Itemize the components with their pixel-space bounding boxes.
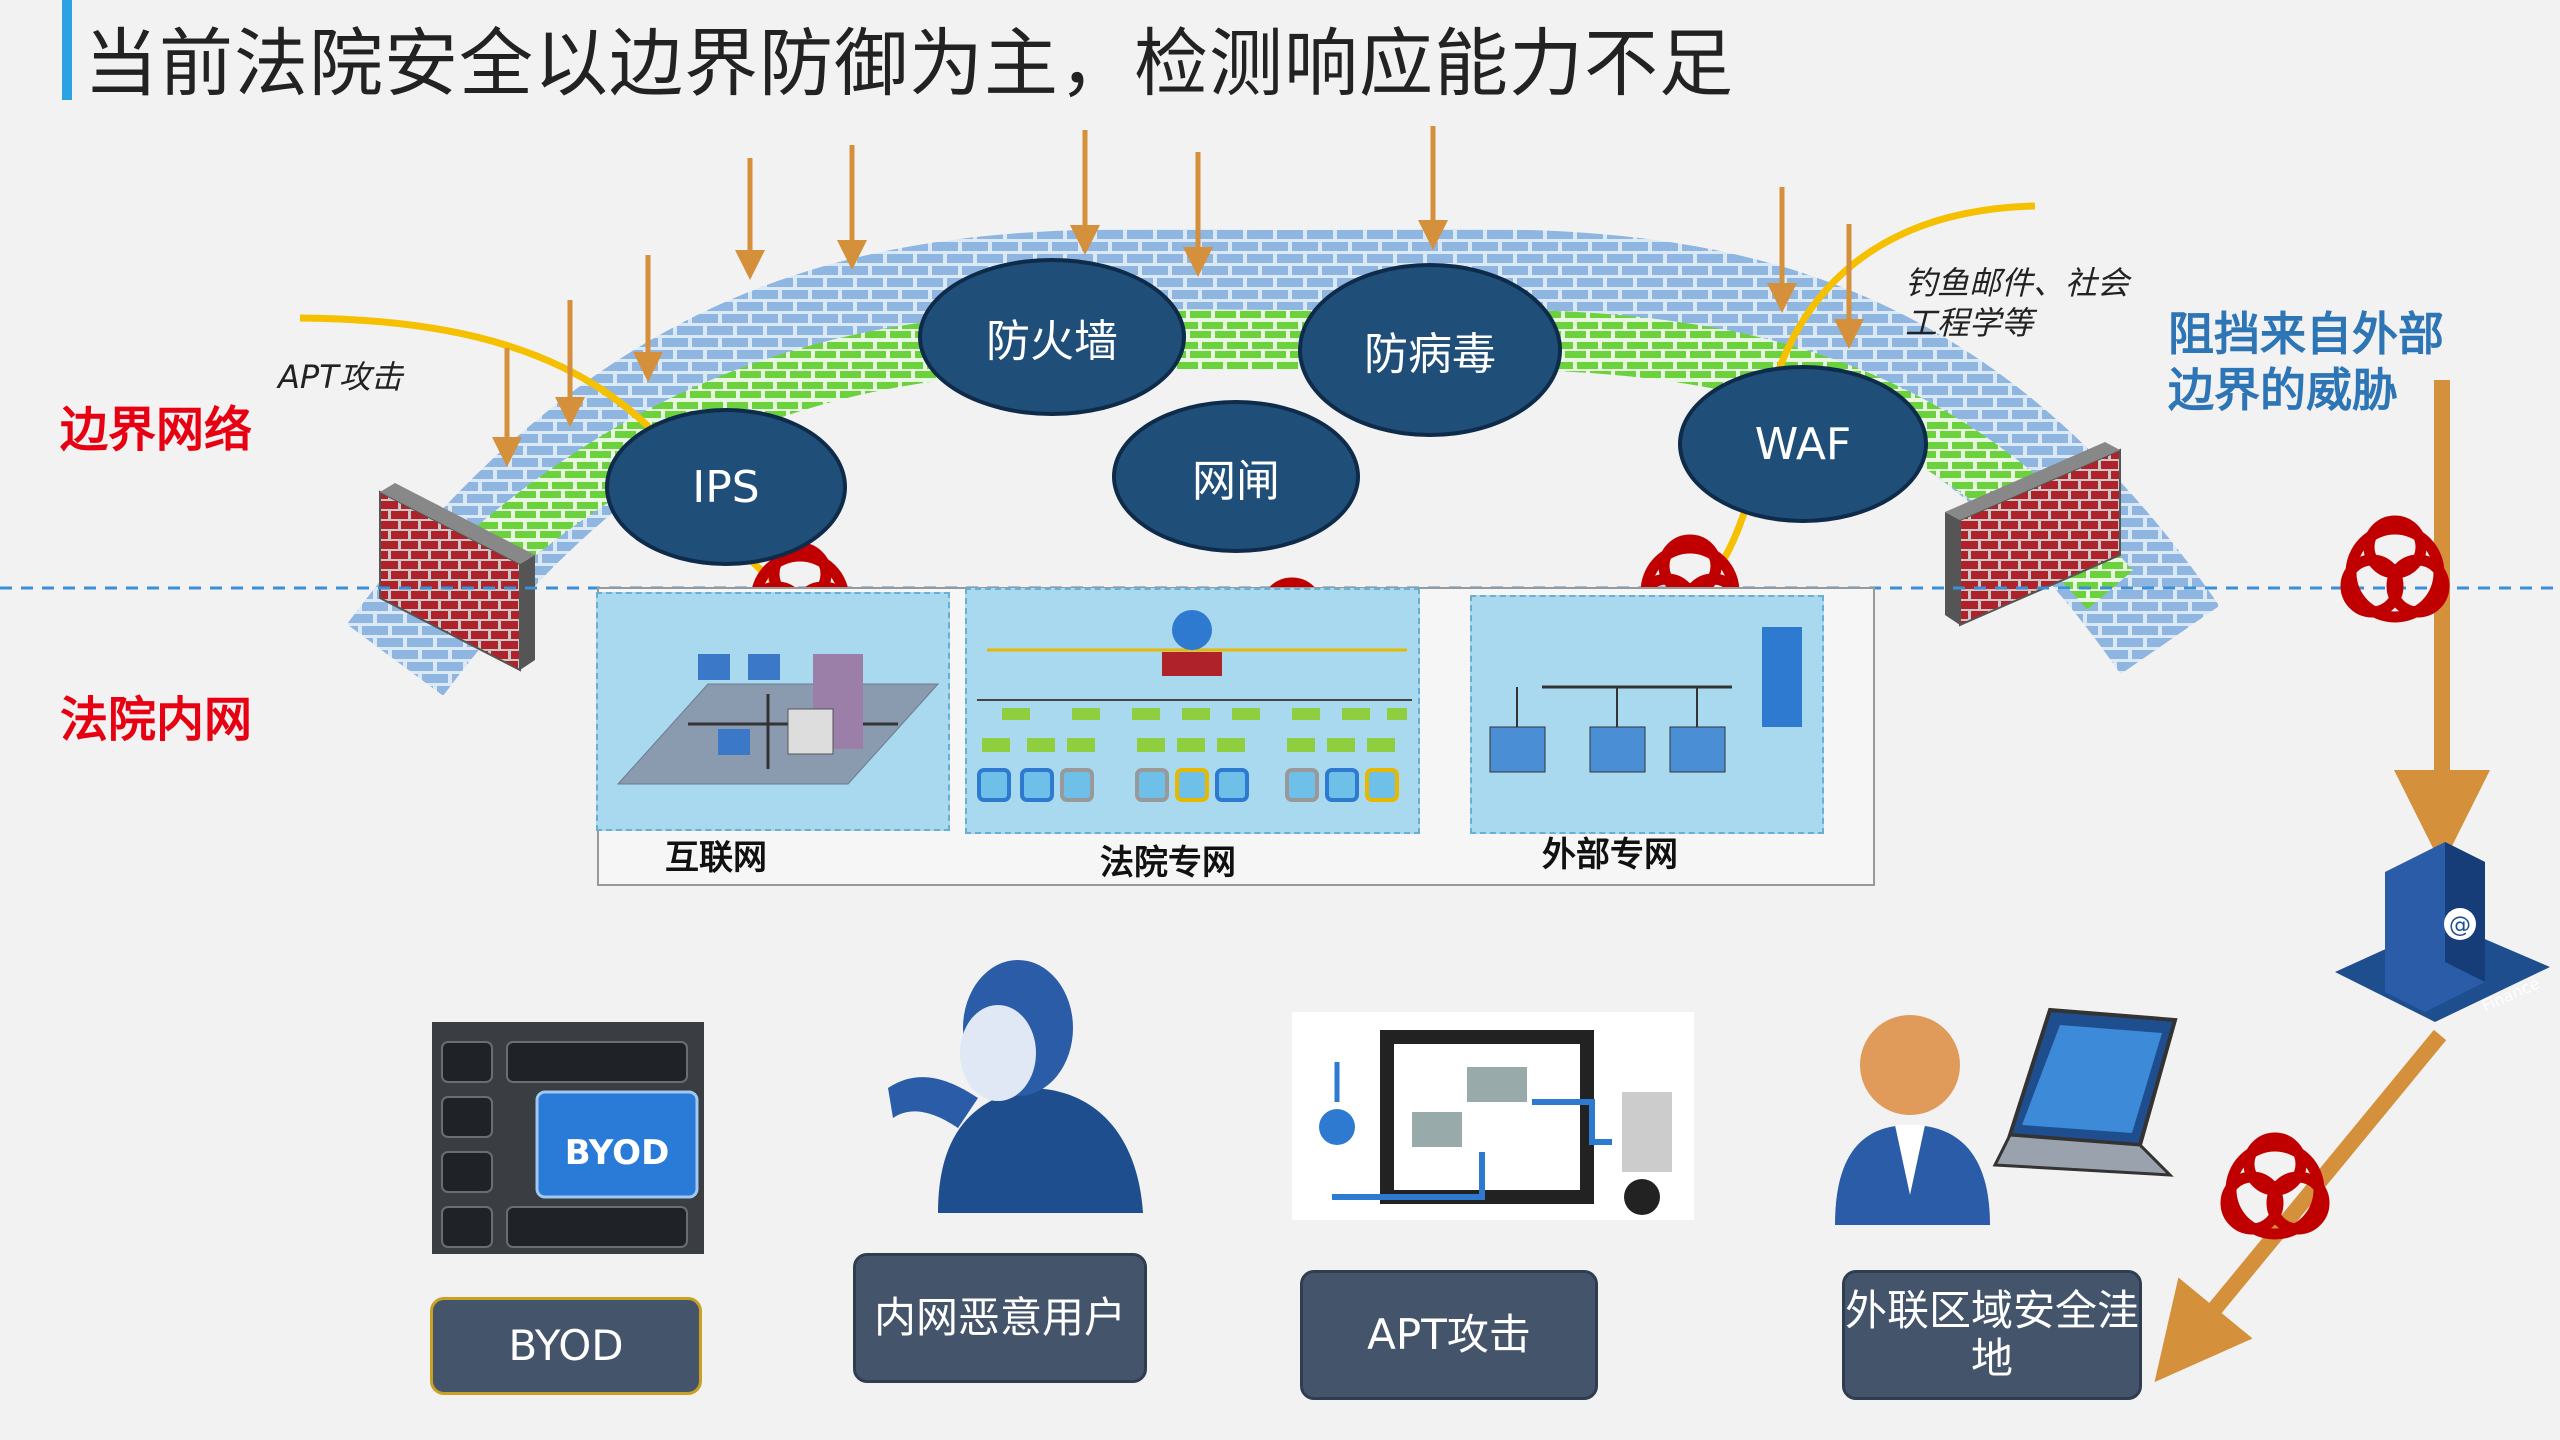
insider-user-button[interactable]: 内网恶意用户 [853, 1253, 1147, 1383]
external-network-label: 外部专网 [1542, 835, 1678, 875]
phishing-note-line2: 工程学等 [1905, 304, 2034, 342]
byod-keyboard-image: BYOD [432, 1022, 704, 1254]
ips-node: IPS [605, 408, 847, 566]
court-network-box [965, 588, 1420, 834]
apt-note: APT攻击 [278, 358, 403, 396]
biohazard-icon [2346, 521, 2444, 617]
finance-building-icon: @ Finance [2335, 842, 2550, 1022]
internet-topology-icon [616, 654, 940, 785]
court-topology-icon [977, 610, 1412, 802]
antivirus-node: 防病毒 [1298, 263, 1562, 437]
internet-network-box [596, 592, 950, 831]
byod-key-text: BYOD [565, 1133, 670, 1173]
svg-text:@: @ [2449, 913, 2471, 938]
attack-arrows [492, 126, 1864, 467]
zone-label-intranet: 法院内网 [60, 692, 253, 748]
court-network-label: 法院专网 [1100, 843, 1236, 883]
block-note-line1: 阻挡来自外部 [2168, 307, 2444, 361]
apt-diagram-image [1292, 1012, 1694, 1220]
page-title: 当前法院安全以边界防御为主，检测响应能力不足 [84, 21, 1734, 107]
internet-label: 互联网 [665, 838, 767, 878]
waf-node: WAF [1678, 365, 1928, 523]
phishing-note-line1: 钓鱼邮件、社会 [1905, 264, 2130, 302]
firewall-node: 防火墙 [918, 258, 1186, 416]
title-accent-bar [62, 0, 72, 100]
external-topology-icon [1489, 627, 1802, 773]
block-note-line2: 边界的威胁 [2168, 363, 2398, 417]
gateway-node: 网闸 [1112, 400, 1360, 553]
left-wall-icon [379, 483, 535, 672]
insider-user-image [888, 960, 1143, 1213]
right-wall-icon [1945, 442, 2121, 627]
byod-button[interactable]: BYOD [430, 1297, 702, 1395]
external-user-laptop-image [1835, 1007, 2178, 1225]
external-network-box [1470, 595, 1824, 834]
apt-attack-button[interactable]: APT攻击 [1300, 1270, 1598, 1400]
external-zone-button[interactable]: 外联区域安全洼地 [1842, 1270, 2142, 1400]
zone-label-border: 边界网络 [60, 402, 253, 458]
